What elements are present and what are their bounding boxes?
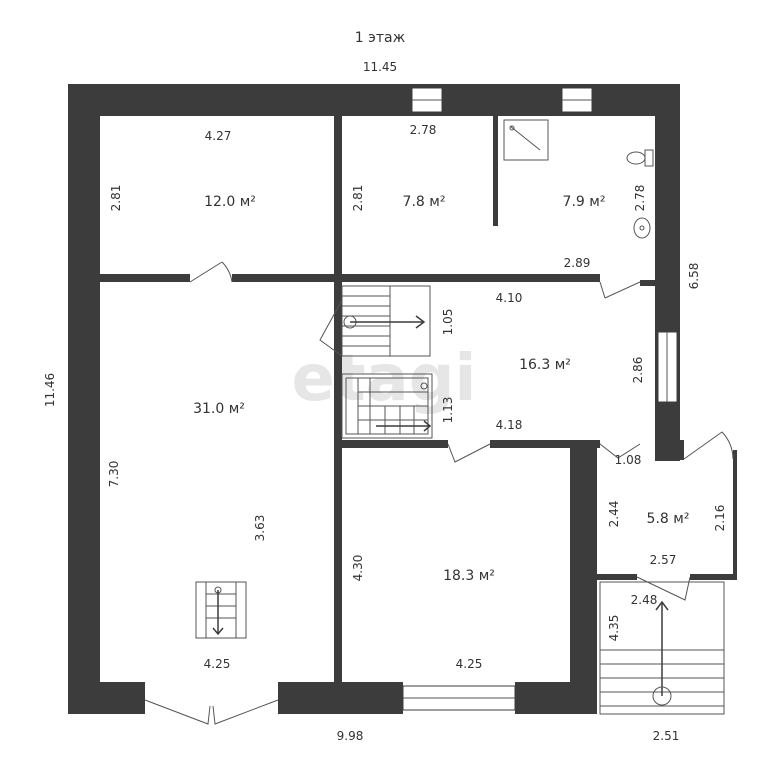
dim-r5-left-lower: 1.13 xyxy=(441,397,455,424)
dim-r5-bottom: 4.18 xyxy=(496,418,523,432)
stair-small xyxy=(195,581,247,639)
dim-r4-bottom: 4.25 xyxy=(204,657,231,671)
dim-r1-width: 4.27 xyxy=(205,129,232,143)
dim-bottom-main: 9.98 xyxy=(337,729,364,743)
floor-title: 1 этаж xyxy=(355,30,406,46)
dim-r7-bottom: 2.57 xyxy=(650,553,677,567)
room-area-7-8: 7.8 м² xyxy=(403,194,446,210)
room-area-5-8: 5.8 м² xyxy=(647,511,690,527)
room-area-18-3: 18.3 м² xyxy=(443,568,495,584)
dim-r6-bottom: 4.25 xyxy=(456,657,483,671)
room-areas: 12.0 м² 7.8 м² 7.9 м² 31.0 м² 16.3 м² 18… xyxy=(193,194,689,584)
dim-r6-height: 4.30 xyxy=(351,555,365,582)
dim-r1-height: 2.81 xyxy=(109,185,123,212)
dim-r5-right: 2.86 xyxy=(631,357,645,384)
sink-icon xyxy=(633,217,651,239)
dim-r5-top: 4.10 xyxy=(496,291,523,305)
dim-right-upper: 6.58 xyxy=(687,263,701,290)
dim-r3-height: 2.78 xyxy=(633,185,647,212)
room-area-31: 31.0 м² xyxy=(193,401,245,417)
dim-r2-height: 2.81 xyxy=(351,185,365,212)
dim-r7-left: 2.44 xyxy=(607,501,621,528)
dim-bottom-porch: 2.51 xyxy=(653,729,680,743)
dim-r2-width: 2.78 xyxy=(410,123,437,137)
bottom-window xyxy=(402,685,516,711)
doors xyxy=(144,261,734,725)
dim-porch-left: 4.35 xyxy=(607,615,621,642)
room-area-12: 12.0 м² xyxy=(204,194,256,210)
dim-left-overall: 11.46 xyxy=(43,373,57,407)
stair-upper xyxy=(341,285,431,357)
toilet-icon xyxy=(626,149,654,167)
room-area-16-3: 16.3 м² xyxy=(519,357,571,373)
dim-r7-right: 2.16 xyxy=(713,505,727,532)
watermark: etagi xyxy=(292,342,477,416)
dim-r4-height: 7.30 xyxy=(107,461,121,488)
right-window xyxy=(657,331,678,403)
dim-top-overall: 11.45 xyxy=(363,60,397,74)
stair-lower xyxy=(341,373,433,439)
dim-r3-width: 2.89 xyxy=(564,256,591,270)
dim-r4-inner: 3.63 xyxy=(253,515,267,542)
dim-r5-left-upper: 1.05 xyxy=(441,309,455,336)
dim-r7-top: 1.08 xyxy=(615,453,642,467)
room-area-7-9: 7.9 м² xyxy=(563,194,606,210)
shower-icon xyxy=(503,119,549,161)
dimensions: 11.45 11.46 6.58 9.98 2.51 4.27 2.81 2.7… xyxy=(43,60,727,743)
porch-stairs xyxy=(599,581,725,715)
top-windows xyxy=(411,87,593,113)
interior-walls xyxy=(100,116,737,682)
dim-porch-top: 2.48 xyxy=(631,593,658,607)
